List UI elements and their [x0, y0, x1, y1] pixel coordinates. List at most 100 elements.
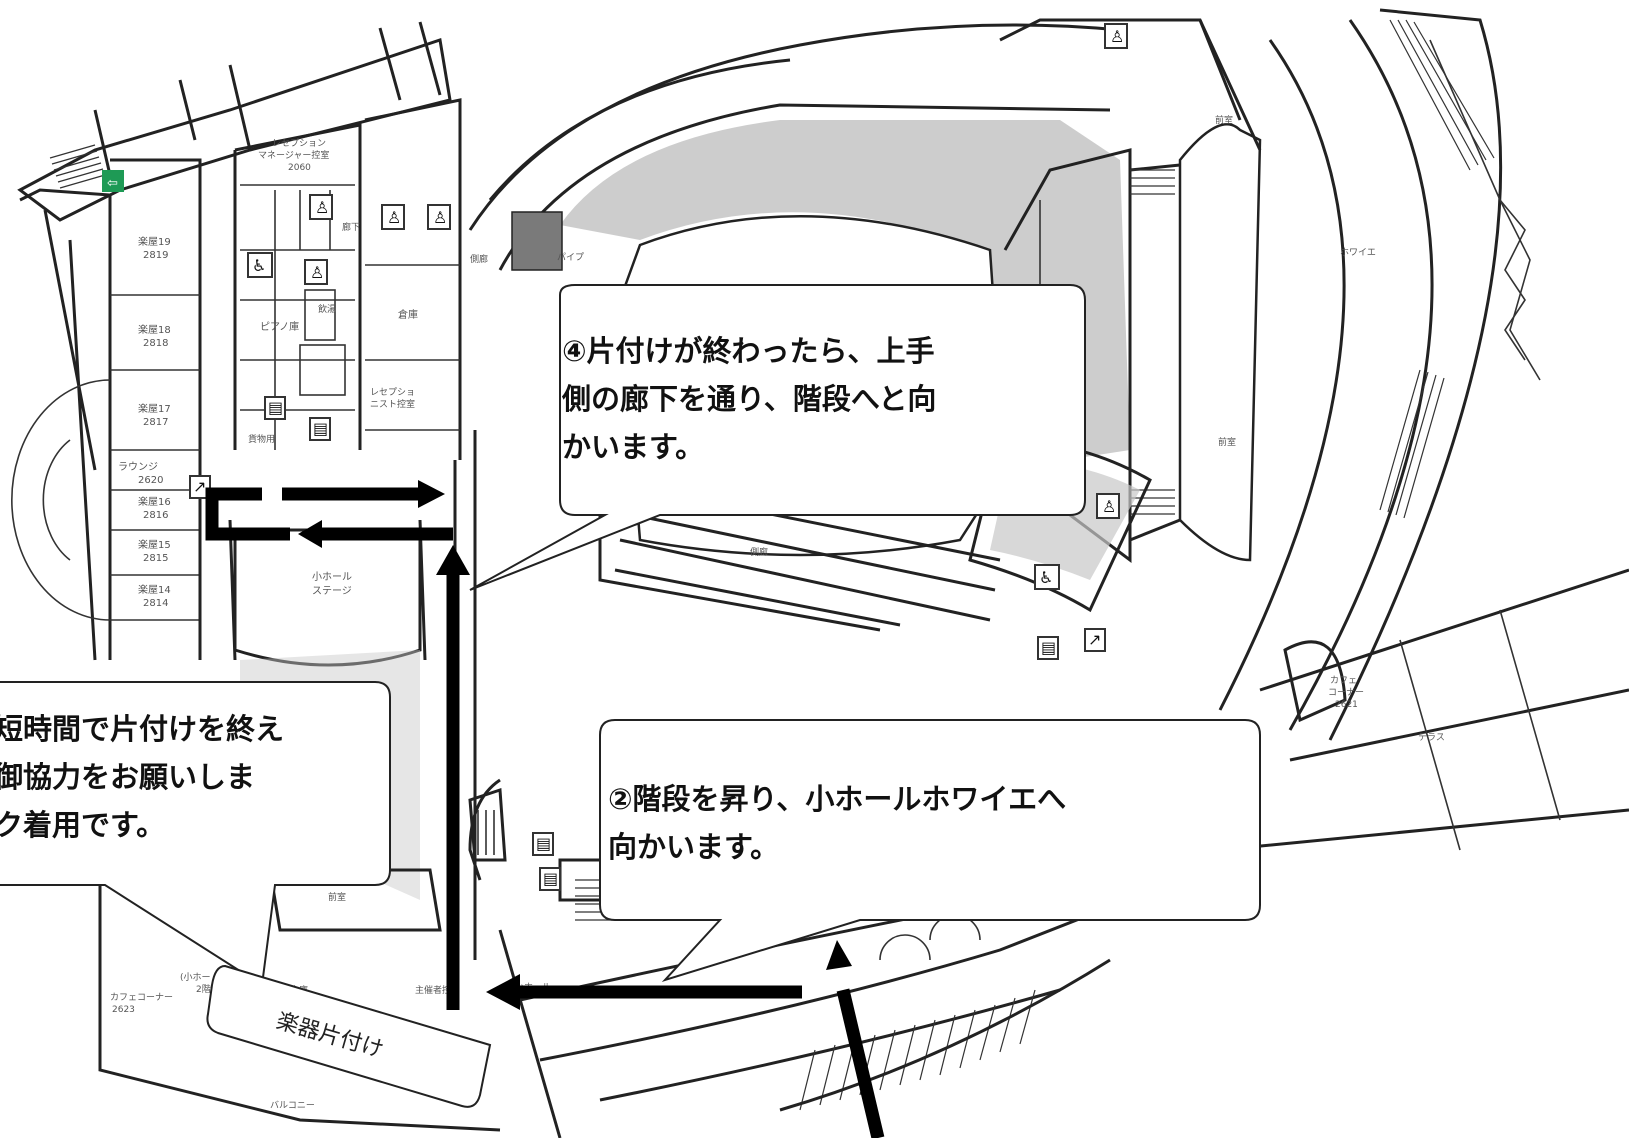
label-dressing16: 楽屋16 — [138, 495, 171, 508]
room-labels: 楽屋19 2819 楽屋18 2818 楽屋17 2817 ラウンジ 2620 … — [110, 114, 1445, 1111]
svg-text:♙: ♙ — [433, 208, 447, 227]
restroom-icon — [304, 259, 328, 285]
svg-text:↗: ↗ — [193, 477, 206, 496]
svg-text:♿: ♿ — [1039, 568, 1053, 587]
callout-step4-shape — [469, 284, 1086, 591]
svg-text:2815: 2815 — [143, 553, 168, 564]
callout-step2-line2: 向かいます。 — [608, 830, 780, 864]
svg-text:2621: 2621 — [1335, 700, 1358, 710]
left-wing: ⇦ — [11, 21, 452, 661]
label-dressing18: 楽屋18 — [138, 323, 171, 336]
elevator-icon — [532, 832, 554, 856]
label-lounge: ラウンジ — [118, 461, 158, 473]
callout-step3-shape — [0, 681, 391, 987]
stairs-foyer-top — [1389, 19, 1495, 171]
label-front-room-mid: 前室 — [1218, 436, 1236, 448]
svg-text:2817: 2817 — [143, 417, 168, 428]
callout-step4-line1: ④片付けが終わったら、上手 — [562, 334, 935, 368]
svg-text:♙: ♙ — [387, 208, 401, 227]
route-arrow-loop — [205, 487, 290, 541]
svg-text:2623: 2623 — [112, 1005, 135, 1015]
arrowhead-foyer — [486, 974, 520, 1010]
route-arrows — [205, 480, 885, 1138]
restroom-icon — [427, 204, 451, 230]
svg-text:2060: 2060 — [288, 163, 311, 173]
svg-text:2816: 2816 — [143, 510, 168, 521]
arrowhead-up — [436, 545, 470, 575]
callout-step3: 短時間で片付けを終え 御協力をお願いしま ク着用です。 — [0, 705, 284, 849]
label-reception-manager: レセプション — [272, 138, 326, 149]
route-arrow-entry — [836, 988, 885, 1138]
svg-text:♙: ♙ — [1102, 497, 1116, 516]
svg-text:♿: ♿ — [252, 256, 266, 275]
label-corridor: 廊下 — [342, 221, 360, 233]
svg-text:⇦: ⇦ — [107, 176, 118, 191]
elevator-icon — [264, 396, 286, 420]
stairs-person-icon — [189, 475, 211, 499]
label-foyer: ホワイエ — [1340, 247, 1376, 258]
stairs-stage-right — [1130, 169, 1175, 515]
svg-text:▤: ▤ — [536, 834, 551, 853]
icons: ♙ ♙ ♙ ♙ ♙ ♙ ♿ ♿ ▤ ▤ ▤ ▤ ▤ ↗ ↗ — [189, 23, 1128, 891]
label-terrace: テラス — [1418, 732, 1445, 743]
callout-step2-line1: ②階段を昇り、小ホールホワイエへ — [608, 782, 1067, 816]
arrowhead-entry — [826, 940, 852, 970]
backstage-block — [233, 98, 462, 460]
svg-text:ステージ: ステージ — [312, 586, 352, 597]
wheelchair-icon — [247, 252, 273, 278]
label-cafe-left: カフェコーナー — [110, 992, 173, 1003]
stairs-foyer-bottom — [1379, 369, 1445, 519]
foyer-arc — [1218, 8, 1629, 852]
svg-text:2819: 2819 — [143, 250, 168, 261]
label-receptionist: レセプショ — [370, 387, 415, 398]
label-dressing17: 楽屋17 — [138, 402, 171, 415]
restroom-icon — [1104, 23, 1128, 49]
svg-text:▤: ▤ — [268, 398, 283, 417]
stairs-top-left — [49, 144, 106, 189]
label-side-corridor: 側廊 — [750, 546, 768, 558]
callout-step4-line3: かいます。 — [562, 430, 705, 464]
svg-text:♙: ♙ — [315, 198, 329, 217]
svg-text:2階: 2階 — [196, 984, 211, 995]
restroom-icon — [1096, 493, 1120, 519]
arrowhead-corridor-right — [418, 480, 445, 508]
elevator-icon — [309, 417, 331, 441]
svg-text:マネージャー控室: マネージャー控室 — [258, 149, 329, 161]
callout-step3-line2: 御協力をお願いしま — [0, 760, 256, 794]
elevator-icon — [539, 867, 561, 891]
callout-step2: ②階段を昇り、小ホールホワイエへ 向かいます。 — [608, 775, 1066, 871]
label-front-room-top: 前室 — [1215, 114, 1233, 126]
emergency-exit-icon — [102, 170, 124, 192]
label-small-hall-stage: 小ホール — [312, 571, 352, 583]
label-cafe-right: カフェ — [1330, 675, 1357, 686]
pipe-organ-block — [511, 211, 563, 271]
label-freight: 貨物用 — [248, 433, 275, 445]
label-side-corridor-v: 側廊 — [470, 253, 488, 265]
label-drinking: 飲湯 — [318, 303, 336, 315]
svg-text:♙: ♙ — [1110, 27, 1124, 46]
label-small-hall-2f: (小ホー — [180, 972, 211, 983]
callout-step3-line1: 短時間で片付けを終え — [0, 712, 285, 746]
svg-text:2818: 2818 — [143, 338, 168, 349]
label-storage: 倉庫 — [398, 308, 418, 321]
label-pipe-organ: パイプ — [557, 252, 584, 263]
restroom-icon — [309, 194, 333, 220]
label-front-room-bottom: 前室 — [328, 891, 346, 903]
svg-text:♙: ♙ — [310, 263, 324, 282]
stairs-person-icon — [1084, 628, 1106, 652]
tag-shape — [206, 964, 492, 1108]
label-balcony: バルコニー — [270, 1100, 315, 1111]
callout-step4-line2: 側の廊下を通り、階段へと向 — [562, 382, 937, 416]
label-dressing14: 楽屋14 — [138, 583, 171, 596]
svg-text:2814: 2814 — [143, 598, 168, 609]
callout-step3-line3: ク着用です。 — [0, 808, 166, 842]
svg-text:ニスト控室: ニスト控室 — [370, 398, 415, 410]
callout-step4: ④片付けが終わったら、上手 側の廊下を通り、階段へと向 かいます。 — [562, 327, 936, 471]
svg-text:▤: ▤ — [313, 419, 328, 438]
callout-step2-shape — [599, 719, 1261, 983]
arrowhead-corridor-left — [298, 520, 322, 548]
svg-text:▤: ▤ — [543, 869, 558, 888]
callout-shapes — [0, 284, 1261, 1108]
label-dressing15: 楽屋15 — [138, 538, 171, 551]
